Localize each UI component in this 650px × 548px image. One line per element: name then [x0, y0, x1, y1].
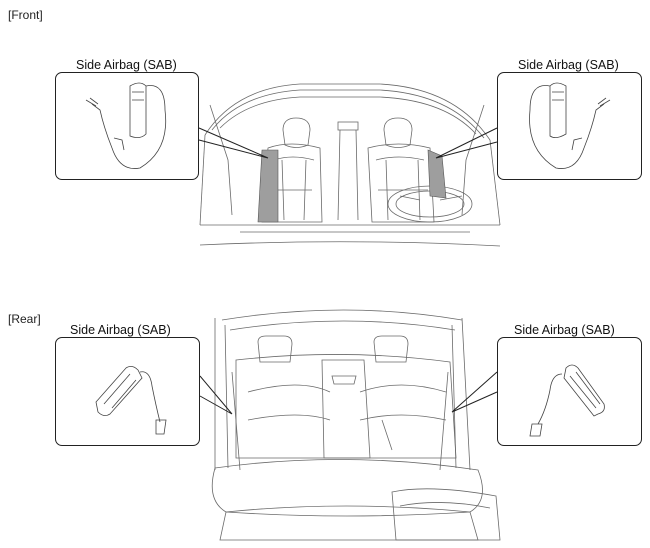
rear-right-airbag-module-icon: [529, 364, 605, 437]
front-left-seat-airbag-highlight: [257, 149, 279, 223]
front-left-leader-line: [198, 127, 269, 159]
rear-section-label: [Rear]: [8, 312, 41, 326]
front-right-leader-line: [435, 127, 498, 159]
front-left-callout-title: Side Airbag (SAB): [76, 58, 177, 72]
rear-interior-illustration: [211, 309, 501, 541]
rear-left-airbag-module-icon: [95, 366, 167, 435]
rear-left-leader-line: [199, 375, 233, 415]
rear-left-callout-title: Side Airbag (SAB): [70, 323, 171, 337]
front-section-label: [Front]: [8, 8, 43, 22]
rear-right-callout-box: [497, 337, 642, 446]
front-interior-illustration: [199, 83, 501, 247]
front-left-callout-box: [55, 72, 199, 180]
front-right-airbag-module-icon: [529, 82, 611, 169]
front-left-airbag-module-icon: [85, 82, 167, 169]
front-right-seat-airbag-highlight: [427, 149, 447, 199]
rear-left-callout-box: [55, 337, 200, 446]
front-right-callout-box: [497, 72, 642, 180]
front-right-callout-title: Side Airbag (SAB): [518, 58, 619, 72]
rear-right-leader-line: [451, 371, 498, 413]
rear-right-callout-title: Side Airbag (SAB): [514, 323, 615, 337]
